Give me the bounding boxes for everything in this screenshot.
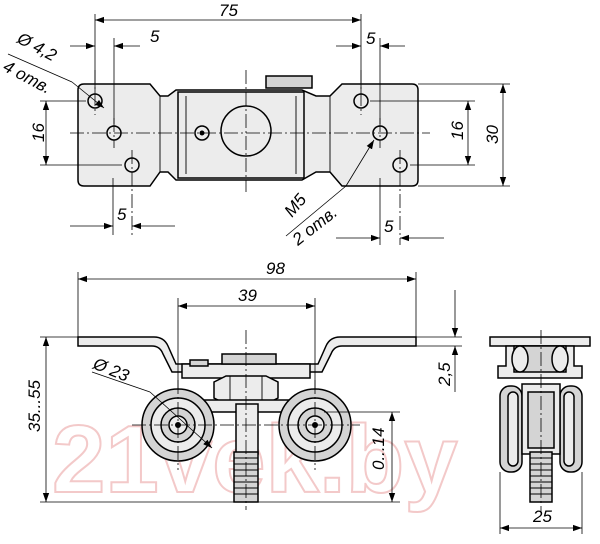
dim-5-bottom-right: 5 [384,217,394,236]
dim-25: 25 [532,507,552,526]
dim-75: 75 [219,1,238,20]
front-view: 98 39 35...55 2,5 Ø 23 0...14 [25,259,462,510]
side-plate [489,336,591,347]
side-view: 25 [489,330,591,534]
dim-adjust-range: 0...14 [369,427,388,470]
dim-39: 39 [238,286,257,305]
dim-plate-thickness: 2,5 [435,362,454,387]
top-clip [265,75,313,89]
dim-16-left: 16 [29,123,48,142]
dim-5-top-left: 5 [150,27,160,46]
dim-hole-count: 4 отв. [0,57,54,98]
dim-30: 30 [483,125,502,144]
dim-5-bottom-left: 5 [117,205,127,224]
dim-16-right: 16 [448,121,467,140]
dim-thread: M5 [281,190,311,221]
dim-98: 98 [266,259,285,278]
dim-wheel-diameter: Ø 23 [90,354,133,386]
dim-height: 35...55 [25,379,44,432]
top-view: 75 5 5 Ø 4,2 4 отв. 16 16 30 5 5 [0,1,510,250]
dim-5-top-right: 5 [366,29,376,48]
